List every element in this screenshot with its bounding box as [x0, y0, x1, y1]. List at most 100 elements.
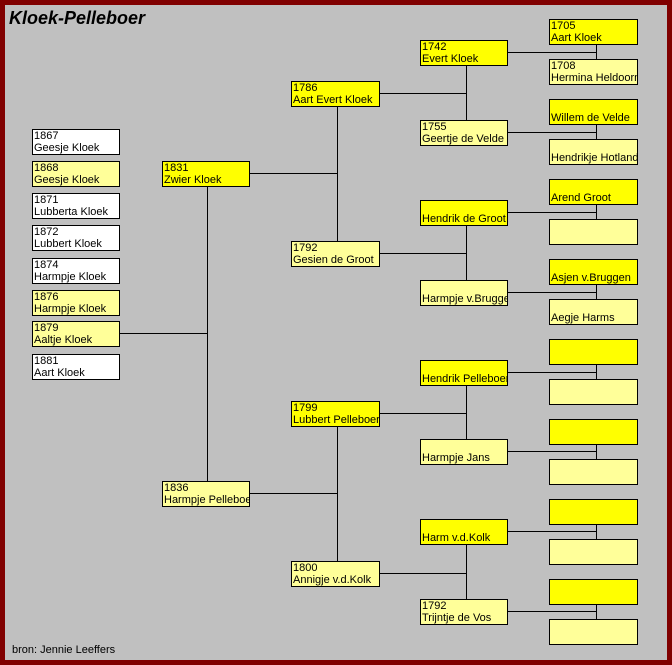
person-name: [551, 232, 636, 244]
great-grandparent-box[interactable]: Arend Groot: [549, 179, 638, 205]
great-grandparent-box[interactable]: [549, 579, 638, 605]
person-year: [551, 140, 636, 152]
great-grandparent-box[interactable]: Willem de Velde: [549, 99, 638, 125]
connector-line: [337, 426, 338, 561]
person-name: Arend Groot: [551, 192, 611, 204]
connector-line: [379, 573, 466, 574]
connector-line: [507, 132, 596, 133]
connector-line: [596, 524, 597, 539]
connector-line: [379, 253, 466, 254]
person-year: [551, 500, 636, 512]
connector-line: [596, 364, 597, 379]
great-grandparent-box[interactable]: [549, 379, 638, 405]
person-year: [551, 420, 636, 432]
connector-line: [507, 611, 596, 612]
connector-line: [507, 292, 596, 293]
person-year: [551, 340, 636, 352]
connector-line: [379, 93, 466, 94]
source-credit: bron: Jennie Leeffers: [12, 644, 116, 656]
person-name: Gesien de Groot: [293, 254, 374, 266]
person-year: [551, 620, 636, 632]
grandparent-box[interactable]: Harmpje v.Bruggen: [420, 280, 508, 306]
person-name: Geesje Kloek: [34, 174, 100, 186]
person-year: [551, 380, 636, 392]
grandparent-box[interactable]: Harm v.d.Kolk: [420, 519, 508, 545]
connector-line: [466, 65, 467, 120]
connector-line: [507, 212, 596, 213]
connector-line: [596, 44, 597, 59]
person-year: [422, 440, 506, 452]
person-name: Geesje Kloek: [34, 142, 100, 154]
person-name: [551, 352, 636, 364]
person-name: [551, 472, 636, 484]
great-grandparent-box[interactable]: [549, 419, 638, 445]
person-year: 1876: [34, 291, 59, 303]
great-grandparent-box[interactable]: [549, 459, 638, 485]
person-name: [551, 552, 636, 564]
person-name: [551, 592, 636, 604]
person-year: [551, 180, 636, 192]
great-grandparent-box[interactable]: [549, 499, 638, 525]
person-year: [551, 220, 636, 232]
great-grandparent-box[interactable]: Hendrikje Hotland: [549, 139, 638, 165]
person-year: 1831: [164, 162, 189, 174]
grandparent-box[interactable]: Harmpje Jans: [420, 439, 508, 465]
person-year: [422, 281, 506, 293]
person-name: Willem de Velde: [551, 112, 630, 124]
person-name: Evert Kloek: [422, 53, 479, 65]
person-name: Asjen v.Bruggen: [551, 272, 631, 284]
connector-line: [337, 106, 338, 241]
person-name: Harmpje v.Bruggen: [422, 293, 508, 305]
connector-line: [249, 493, 337, 494]
connector-line: [466, 225, 467, 280]
person-name: Aaltje Kloek: [34, 334, 93, 346]
person-name: Trijntje de Vos: [422, 612, 492, 624]
person-name: Lubbert Kloek: [34, 238, 102, 250]
chart-title: Kloek-Pelleboer: [9, 8, 146, 28]
person-name: [551, 632, 636, 644]
person-name: Aart Evert Kloek: [293, 94, 373, 106]
great-grandparent-box[interactable]: Asjen v.Bruggen: [549, 259, 638, 285]
person-name: Aart Kloek: [551, 32, 602, 44]
person-name: Hendrik de Groot: [422, 213, 506, 225]
person-year: 1868: [34, 162, 59, 174]
person-year: 1786: [293, 82, 318, 94]
person-year: 1867: [34, 130, 59, 142]
great-grandparent-box[interactable]: [549, 619, 638, 645]
great-grandparent-box[interactable]: [549, 539, 638, 565]
person-name: Harmpje Kloek: [34, 271, 107, 283]
person-year: [551, 100, 636, 112]
great-grandparent-box[interactable]: Aegje Harms: [549, 299, 638, 325]
person-year: [551, 460, 636, 472]
person-name: Hermina Heldoorn: [551, 72, 638, 84]
connector-line: [119, 333, 207, 334]
great-grandparent-box[interactable]: [549, 339, 638, 365]
grandparent-box[interactable]: Hendrik de Groot: [420, 200, 508, 226]
person-name: Hendrik Pelleboer: [422, 373, 508, 385]
great-grandparent-box[interactable]: [549, 219, 638, 245]
connector-line: [249, 173, 337, 174]
connector-line: [596, 204, 597, 219]
person-name: [551, 432, 636, 444]
person-name: Annigje v.d.Kolk: [293, 574, 372, 586]
grandparent-box[interactable]: Hendrik Pelleboer: [420, 360, 508, 386]
